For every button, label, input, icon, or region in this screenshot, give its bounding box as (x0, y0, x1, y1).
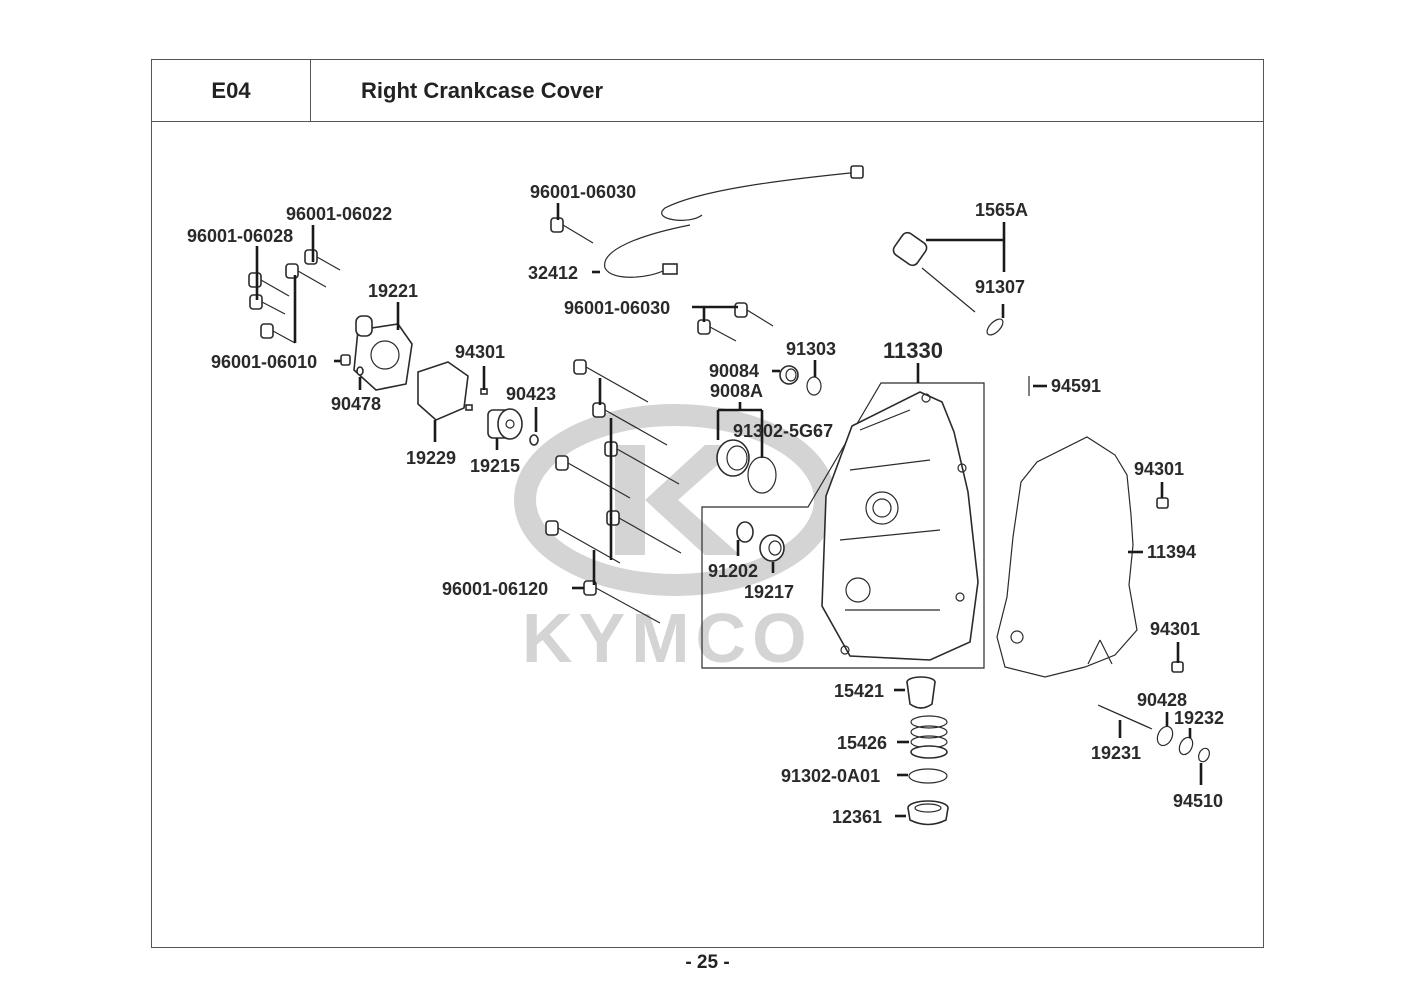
part-label-12361[interactable]: 12361 (832, 807, 882, 827)
long-bolt-group (545, 359, 682, 624)
part-label-94301-upper[interactable]: 94301 (1134, 459, 1184, 479)
part-label-90084[interactable]: 90084 (709, 361, 759, 381)
long-bolt-icon[interactable] (545, 520, 621, 564)
part-label-94301-lower[interactable]: 94301 (1150, 619, 1200, 639)
part-label-96001-06030-top[interactable]: 96001-06030 (530, 182, 636, 202)
cover-gasket-icon[interactable] (996, 436, 1138, 678)
o-ring-icon[interactable] (806, 376, 822, 396)
part-label-91302-0A01[interactable]: 91302-0A01 (781, 766, 880, 786)
dowel-pin-icon[interactable] (1171, 661, 1184, 673)
part-label-15426[interactable]: 15426 (837, 733, 887, 753)
washer-icon[interactable] (356, 366, 364, 376)
o-ring-icon[interactable] (908, 768, 948, 784)
part-label-91303[interactable]: 91303 (786, 339, 836, 359)
part-label-94510[interactable]: 94510 (1173, 791, 1223, 811)
watermark-brand: KYMCO (522, 599, 813, 677)
part-label-94591[interactable]: 94591 (1051, 376, 1101, 396)
flange-bolt-icon[interactable] (260, 323, 296, 344)
spring-icon[interactable] (910, 715, 948, 759)
washer-icon[interactable] (529, 434, 539, 446)
bolt-group-top-left: 96001-06022 96001-06028 96001-06010 (187, 204, 392, 372)
crankcase-cover-icon[interactable] (821, 391, 979, 661)
wire-harness-icon[interactable] (604, 171, 861, 278)
part-label-19231[interactable]: 19231 (1091, 743, 1141, 763)
flange-bolt-icon[interactable] (697, 319, 737, 342)
part-label-91302-5G67[interactable]: 91302-5G67 (733, 421, 833, 441)
part-label-32412[interactable]: 32412 (528, 263, 578, 283)
flange-bolt-icon[interactable] (550, 217, 594, 244)
bearing-icon[interactable] (759, 534, 785, 562)
long-bolt-icon[interactable] (573, 359, 649, 403)
part-label-1565A[interactable]: 1565A (975, 200, 1028, 220)
dowel-pin-icon[interactable] (465, 388, 488, 411)
crankcase-cover-box (701, 382, 985, 669)
part-label-90478[interactable]: 90478 (331, 394, 381, 414)
part-label-96001-06028[interactable]: 96001-06028 (187, 226, 293, 246)
part-label-91202[interactable]: 91202 (708, 561, 758, 581)
plug-icon[interactable] (779, 365, 799, 385)
part-label-91307[interactable]: 91307 (975, 277, 1025, 297)
watermark-ellipse (514, 404, 836, 596)
flange-bolt-icon[interactable] (304, 249, 341, 271)
dowel-pin-icon[interactable] (1156, 497, 1169, 509)
part-label-19217[interactable]: 19217 (744, 582, 794, 602)
pump-shaft-icon[interactable] (1097, 704, 1153, 730)
diagram-frame (151, 121, 1264, 948)
flange-bolt-icon[interactable] (285, 263, 327, 288)
part-label-11330[interactable]: 11330 (883, 338, 943, 363)
section-header: E04 Right Crankcase Cover (151, 59, 1264, 121)
impeller-icon[interactable] (487, 408, 523, 440)
part-label-96001-06010[interactable]: 96001-06010 (211, 352, 317, 372)
circlip-icon[interactable] (1197, 747, 1212, 764)
part-label-96001-06022[interactable]: 96001-06022 (286, 204, 392, 224)
part-label-15421[interactable]: 15421 (834, 681, 884, 701)
section-code: E04 (152, 60, 311, 121)
o-ring-icon[interactable] (747, 456, 777, 494)
part-label-19229[interactable]: 19229 (406, 448, 456, 468)
gasket-icon[interactable] (417, 361, 469, 421)
part-label-9008A[interactable]: 9008A (710, 381, 763, 401)
water-pump-cover-icon[interactable] (353, 315, 413, 391)
kymco-watermark: KYMCO (514, 404, 836, 677)
part-label-94301[interactable]: 94301 (455, 342, 505, 362)
drain-plug-icon[interactable] (907, 800, 949, 826)
watermark-k-glyph (615, 445, 740, 555)
plug-icon[interactable] (716, 439, 750, 477)
part-label-90423[interactable]: 90423 (506, 384, 556, 404)
part-label-96001-06120[interactable]: 96001-06120 (442, 579, 548, 599)
page-number: - 25 - (685, 952, 730, 973)
part-label-19232[interactable]: 19232 (1174, 708, 1224, 728)
part-label-19215[interactable]: 19215 (470, 456, 520, 476)
oil-seal-icon[interactable] (736, 521, 754, 543)
part-label-11394[interactable]: 11394 (1147, 542, 1196, 562)
part-label-90428[interactable]: 90428 (1137, 690, 1187, 710)
flange-bolt-icon[interactable] (249, 294, 286, 315)
dipstick-icon[interactable] (891, 230, 976, 313)
oil-strainer-icon[interactable] (906, 676, 936, 709)
washer-icon[interactable] (1154, 724, 1175, 748)
small-bolt-icon[interactable] (340, 354, 351, 366)
flange-bolt-icon[interactable] (248, 272, 290, 297)
part-label-96001-06030-bottom[interactable]: 96001-06030 (564, 298, 670, 318)
section-title: Right Crankcase Cover (361, 77, 604, 103)
long-bolt-icon[interactable] (555, 455, 631, 499)
o-ring-icon[interactable] (984, 316, 1005, 337)
part-label-19221[interactable]: 19221 (368, 281, 418, 301)
washer-icon[interactable] (1177, 735, 1195, 756)
flange-bolt-icon[interactable] (734, 302, 774, 327)
